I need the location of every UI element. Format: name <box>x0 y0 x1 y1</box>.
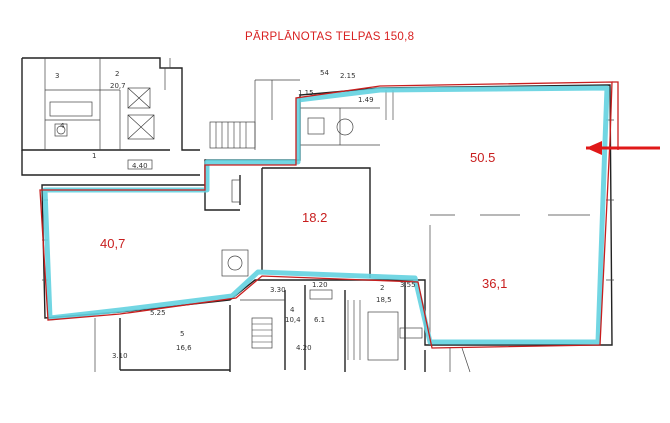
label-4b: 4 <box>290 306 295 314</box>
label-1: 1 <box>92 152 96 160</box>
dim-120: 1.20 <box>312 281 328 289</box>
bathtub-icon <box>49 101 93 117</box>
stairs-bottom-right <box>367 311 399 361</box>
dim-149: 1.49 <box>358 96 374 104</box>
stairs-top: 1.15 54 1.49 2.15 <box>209 69 374 150</box>
entrance-arrow-icon <box>586 141 660 155</box>
label-104: 10,4 <box>285 316 301 324</box>
dim-115: 1.15 <box>298 89 314 97</box>
label-54: 54 <box>320 69 329 77</box>
dim-215: 2.15 <box>340 72 356 80</box>
label-2b: 2 <box>380 284 384 292</box>
plan-title: PĀRPLĀNOTAS TELPAS <box>245 31 381 43</box>
neighbor-apartment-top-left: 2 20,7 3 4 1 4.40 <box>21 57 200 176</box>
label-61: 6.1 <box>314 316 325 324</box>
sink-icon <box>336 118 354 136</box>
redline-perimeter <box>39 81 613 349</box>
label-5: 5 <box>180 330 184 338</box>
label-3: 3 <box>55 72 59 80</box>
dim-440: 4.40 <box>132 162 148 170</box>
dim-420: 4.20 <box>296 344 312 352</box>
dim-310: 3.10 <box>112 352 128 360</box>
label-2: 2 <box>115 70 119 78</box>
neighbor-rooms-bottom: 5 16,6 6.1 2 18,5 10,4 4 3.30 5.25 3.55 … <box>94 281 471 373</box>
room-area-18: 18.2 <box>302 210 327 225</box>
stairwell-box <box>127 114 155 140</box>
dim-525: 5.25 <box>150 309 166 317</box>
label-166: 16,6 <box>176 344 192 352</box>
label-207: 20,7 <box>110 82 126 90</box>
room-area-40: 40,7 <box>100 236 125 251</box>
label-4: 4 <box>60 122 65 130</box>
room-area-50: 50.5 <box>470 150 495 165</box>
fixture-icon <box>307 117 325 135</box>
plan-total-area: 150,8 <box>384 31 414 43</box>
label-185: 18,5 <box>376 296 392 304</box>
toilet-box <box>221 249 249 277</box>
highlight-perimeter <box>42 85 610 345</box>
stairs-bottom-left <box>251 317 273 349</box>
dim-330: 3.30 <box>270 286 286 294</box>
dim-355: 3.55 <box>400 281 416 289</box>
room-area-36: 36,1 <box>482 276 507 291</box>
